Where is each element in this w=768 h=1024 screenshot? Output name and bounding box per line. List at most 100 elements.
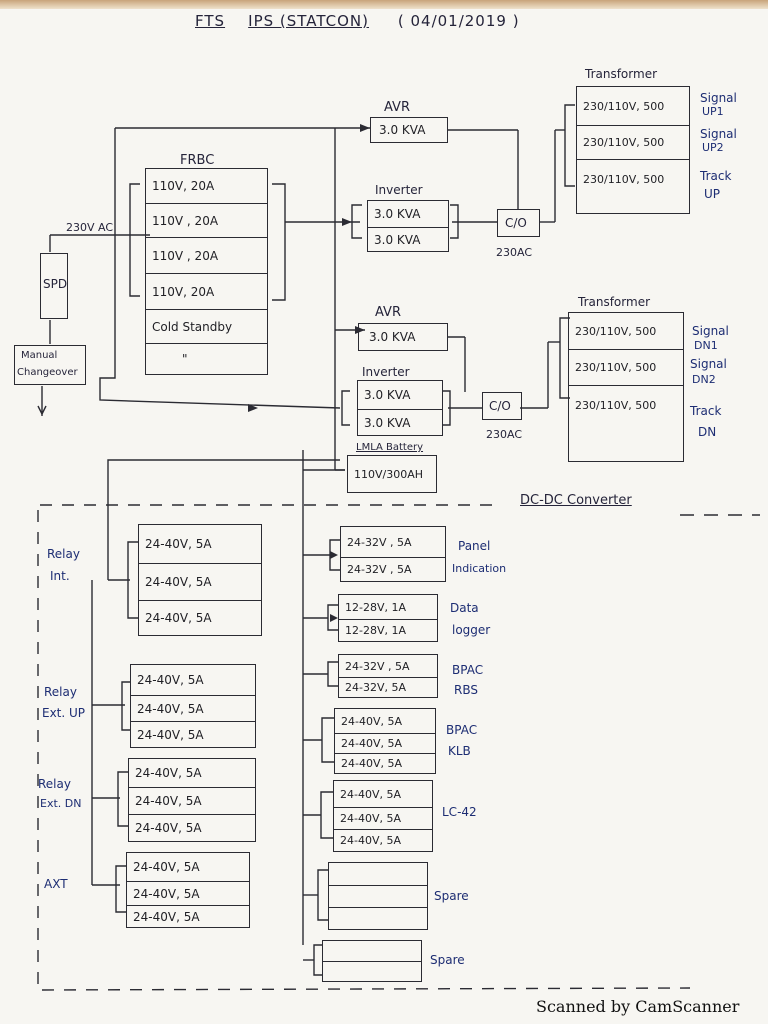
lc-42-label: LC-42 bbox=[442, 805, 477, 819]
converter-row: 24-32V , 5A bbox=[345, 659, 410, 673]
converter-row: 24-32V , 5A bbox=[341, 557, 445, 581]
panel-indication-line1: Panel bbox=[458, 539, 491, 553]
dn-transformer-row: 230/110V, 500 bbox=[575, 324, 657, 338]
frbc-row: Cold Standby bbox=[146, 309, 267, 343]
group-relay-ext-dn-line2: Ext. DN bbox=[40, 797, 82, 810]
up-load-2-line1: Signal bbox=[700, 127, 737, 141]
battery-label: LMLA Battery bbox=[356, 442, 424, 453]
up-load-1-line1: Signal bbox=[700, 91, 737, 105]
up-co-output: 230AC bbox=[496, 246, 533, 259]
up-transformer-label: Transformer bbox=[585, 67, 658, 81]
relay-int-box: 24-40V, 5A 24-40V, 5A 24-40V, 5A bbox=[138, 524, 262, 636]
group-axt-label: AXT bbox=[44, 877, 68, 891]
up-transformer-row: 230/110V, 500 bbox=[577, 159, 689, 199]
bpac-klb-line1: BPAC bbox=[446, 723, 478, 737]
converter-row bbox=[323, 961, 421, 981]
bpac-rbs-line1: BPAC bbox=[452, 663, 484, 677]
up-inverter-label: Inverter bbox=[375, 183, 423, 197]
up-co-label: C/O bbox=[505, 216, 527, 230]
dn-co-label: C/O bbox=[489, 399, 511, 413]
up-changeover-box: C/O bbox=[497, 209, 540, 237]
scanner-footer: Scanned by CamScanner bbox=[536, 997, 740, 1016]
dn-co-output: 230AC bbox=[486, 428, 523, 441]
converter-row bbox=[323, 941, 421, 961]
bpac-klb-line2: KLB bbox=[448, 744, 471, 758]
converter-row: 24-40V, 5A bbox=[340, 787, 402, 801]
title-ips: IPS (STATCON) bbox=[248, 12, 370, 30]
up-load-3-line2: UP bbox=[704, 187, 721, 201]
converter-row: 24-40V, 5A bbox=[334, 807, 432, 829]
dn-changeover-box: C/O bbox=[482, 392, 522, 420]
dn-load-1-line1: Signal bbox=[692, 324, 729, 338]
frbc-row: 110V, 20A bbox=[152, 179, 215, 193]
dcdc-label: DC-DC Converter bbox=[520, 493, 632, 508]
frbc-row: 110V , 20A bbox=[146, 237, 267, 273]
relay-ext-dn-box: 24-40V, 5A 24-40V, 5A 24-40V, 5A bbox=[128, 758, 256, 842]
dn-inverter-box: 3.0 KVA 3.0 KVA bbox=[357, 380, 443, 436]
up-load-3-line1: Track bbox=[700, 169, 732, 183]
lc-42-box: 24-40V, 5A 24-40V, 5A 24-40V, 5A bbox=[333, 780, 433, 852]
bpac-rbs-box: 24-32V , 5A 24-32V, 5A bbox=[338, 654, 438, 698]
bpac-rbs-line2: RBS bbox=[454, 683, 478, 697]
up-inverter-row: 3.0 KVA bbox=[374, 207, 421, 221]
spare-2-box bbox=[322, 940, 422, 982]
title-fts: FTS bbox=[195, 12, 226, 30]
up-transformer-row: 230/110V, 500 bbox=[577, 125, 689, 159]
dn-avr-box: 3.0 KVA bbox=[358, 323, 448, 351]
page-title: FTS IPS (STATCON) ( 04/01/2019 ) bbox=[195, 12, 520, 30]
converter-row: 24-40V, 5A bbox=[137, 673, 204, 687]
relay-ext-up-box: 24-40V, 5A 24-40V, 5A 24-40V, 5A bbox=[130, 664, 256, 748]
spare-1-label: Spare bbox=[434, 889, 469, 903]
frbc-row: " bbox=[146, 343, 267, 374]
title-date: ( 04/01/2019 ) bbox=[397, 12, 520, 30]
battery-value: 110V/300AH bbox=[354, 467, 424, 481]
converter-row: 24-40V, 5A bbox=[127, 905, 249, 927]
bpac-klb-box: 24-40V, 5A 24-40V, 5A 24-40V, 5A bbox=[334, 708, 436, 774]
dn-avr-label: AVR bbox=[375, 305, 401, 320]
group-relay-ext-up-line1: Relay bbox=[44, 685, 77, 699]
converter-row: 24-40V, 5A bbox=[145, 537, 212, 551]
spd-box: SPD bbox=[40, 253, 68, 319]
page-edge-shadow bbox=[0, 0, 768, 9]
dn-transformer-row: 230/110V, 500 bbox=[569, 349, 683, 385]
up-avr-box: 3.0 KVA bbox=[370, 117, 448, 143]
up-inverter-row: 3.0 KVA bbox=[368, 227, 448, 252]
panel-indication-line2: Indication bbox=[452, 562, 507, 575]
converter-row: 24-40V, 5A bbox=[131, 721, 255, 747]
group-relay-ext-up-line2: Ext. UP bbox=[42, 706, 86, 720]
dn-transformer-label: Transformer bbox=[578, 295, 651, 309]
converter-row: 24-40V, 5A bbox=[131, 695, 255, 721]
converter-row: 24-40V, 5A bbox=[129, 787, 255, 814]
up-transformer-box: 230/110V, 500 230/110V, 500 230/110V, 50… bbox=[576, 86, 690, 214]
frbc-row: 110V , 20A bbox=[146, 203, 267, 237]
group-relay-int-line2: Int. bbox=[50, 569, 70, 583]
group-relay-ext-dn-line1: Relay bbox=[38, 777, 71, 791]
dn-inverter-row: 3.0 KVA bbox=[358, 409, 442, 436]
dn-transformer-row: 230/110V, 500 bbox=[569, 385, 683, 425]
dn-avr-value: 3.0 KVA bbox=[369, 330, 416, 344]
spd-label: SPD bbox=[43, 277, 68, 291]
spare-2-label: Spare bbox=[430, 953, 465, 967]
supply-label: 230V AC bbox=[66, 221, 114, 234]
converter-row: 24-40V, 5A bbox=[334, 829, 432, 851]
data-logger-line2: logger bbox=[452, 623, 491, 637]
converter-row: 24-40V, 5A bbox=[335, 733, 435, 753]
converter-row: 12-28V, 1A bbox=[345, 600, 407, 614]
dn-inverter-label: Inverter bbox=[362, 365, 410, 379]
converter-row bbox=[329, 885, 427, 907]
frbc-box: 110V, 20A 110V , 20A 110V , 20A 110V, 20… bbox=[145, 168, 268, 375]
converter-row: 24-40V, 5A bbox=[127, 881, 249, 905]
axt-box: 24-40V, 5A 24-40V, 5A 24-40V, 5A bbox=[126, 852, 250, 928]
up-inverter-box: 3.0 KVA 3.0 KVA bbox=[367, 200, 449, 252]
changeover-line1: Manual bbox=[21, 350, 58, 361]
dn-inverter-row: 3.0 KVA bbox=[364, 388, 411, 402]
changeover-line2: Changeover bbox=[17, 367, 78, 378]
up-load-1-line2: UP1 bbox=[702, 105, 724, 118]
data-logger-line1: Data bbox=[450, 601, 479, 615]
converter-row: 24-40V, 5A bbox=[135, 766, 202, 780]
dn-load-3-line2: DN bbox=[698, 425, 717, 439]
dn-load-1-line2: DN1 bbox=[694, 339, 718, 352]
data-logger-box: 12-28V, 1A 12-28V, 1A bbox=[338, 594, 438, 642]
up-transformer-row: 230/110V, 500 bbox=[583, 99, 665, 113]
